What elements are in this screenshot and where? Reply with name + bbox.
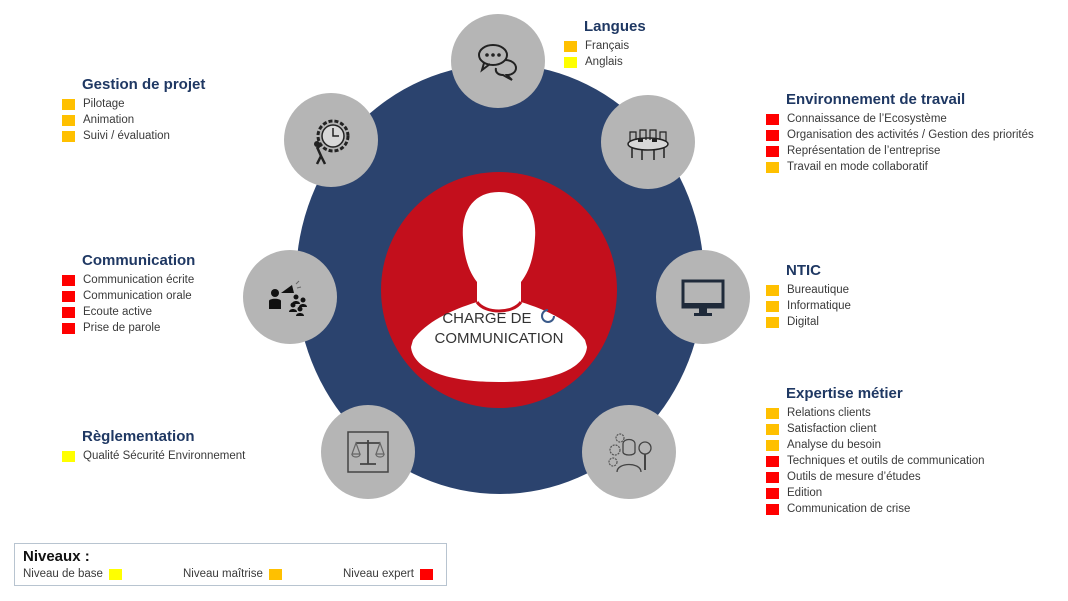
group-title: Gestion de projet bbox=[82, 76, 206, 93]
node-langues bbox=[451, 14, 545, 108]
level-base-marker bbox=[564, 56, 577, 68]
level-expert-swatch bbox=[419, 568, 433, 580]
skill-item: Français bbox=[564, 38, 646, 54]
level-maitrise-marker bbox=[766, 161, 779, 173]
skill-item: Communication orale bbox=[62, 288, 195, 304]
skill-item: Relations clients bbox=[766, 405, 985, 421]
level-maitrise-marker bbox=[62, 114, 75, 126]
skill-item: Pilotage bbox=[62, 96, 205, 112]
group-gestion-projet: Gestion de projet Pilotage Animation Sui… bbox=[62, 76, 205, 144]
node-expertise bbox=[582, 405, 676, 499]
skill-item: Organisation des activités / Gestion des… bbox=[766, 127, 1034, 143]
node-environnement bbox=[601, 95, 695, 189]
level-base-swatch bbox=[108, 568, 122, 580]
group-title: NTIC bbox=[786, 262, 821, 279]
level-base-marker bbox=[62, 450, 75, 462]
level-expert-marker bbox=[766, 503, 779, 515]
skill-item: Informatique bbox=[766, 298, 851, 314]
skill-item: Connaissance de l’Ecosystème bbox=[766, 111, 1034, 127]
skill-item: Anglais bbox=[564, 54, 646, 70]
skill-item: Bureautique bbox=[766, 282, 851, 298]
level-maitrise-marker bbox=[766, 423, 779, 435]
level-expert-marker bbox=[766, 113, 779, 125]
level-expert-marker bbox=[766, 487, 779, 499]
person-silhouette-icon bbox=[411, 192, 587, 382]
level-maitrise-marker bbox=[62, 130, 75, 142]
group-environnement: Environnement de travail Connaissance de… bbox=[766, 91, 1034, 175]
skill-item: Représentation de l’entreprise bbox=[766, 143, 1034, 159]
skill-item: Analyse du besoin bbox=[766, 437, 985, 453]
skill-item: Qualité Sécurité Environnement bbox=[62, 448, 245, 464]
scales-icon bbox=[347, 431, 389, 473]
legend-item-base: Niveau de base bbox=[23, 568, 122, 580]
role-title-line1: CHARGE DE bbox=[381, 308, 617, 327]
woman-gears-magnifier-icon bbox=[608, 433, 652, 473]
skill-item: Animation bbox=[62, 112, 205, 128]
level-maitrise-marker bbox=[766, 284, 779, 296]
group-langues: Langues Français Anglais bbox=[564, 18, 646, 70]
group-ntic: NTIC Bureautique Informatique Digital bbox=[766, 262, 851, 330]
level-expert-marker bbox=[766, 129, 779, 141]
group-title: Expertise métier bbox=[786, 385, 903, 402]
group-expertise: Expertise métier Relations clients Satis… bbox=[766, 385, 985, 517]
node-gestion-projet bbox=[284, 93, 378, 187]
skill-item: Techniques et outils de communication bbox=[766, 453, 985, 469]
level-expert-marker bbox=[766, 471, 779, 483]
skill-item: Suivi / évaluation bbox=[62, 128, 205, 144]
level-expert-marker bbox=[62, 274, 75, 286]
group-reglementation: Règlementation Qualité Sécurité Environn… bbox=[62, 428, 245, 464]
skill-item: Edition bbox=[766, 485, 985, 501]
group-title: Environnement de travail bbox=[786, 91, 966, 108]
node-communication bbox=[243, 250, 337, 344]
node-ntic bbox=[656, 250, 750, 344]
skill-item: Communication de crise bbox=[766, 501, 985, 517]
legend-item-maitrise: Niveau maîtrise bbox=[183, 568, 282, 580]
level-expert-marker bbox=[62, 290, 75, 302]
legend-row: Niveau de base Niveau maîtrise Niveau ex… bbox=[23, 568, 438, 584]
level-maitrise-swatch bbox=[268, 568, 282, 580]
central-role-circle: CHARGE DE COMMUNICATION bbox=[381, 172, 617, 408]
skill-item: Digital bbox=[766, 314, 851, 330]
group-communication: Communication Communication écrite Commu… bbox=[62, 252, 195, 336]
node-reglementation bbox=[321, 405, 415, 499]
level-expert-marker bbox=[62, 322, 75, 334]
skill-item: Prise de parole bbox=[62, 320, 195, 336]
level-maitrise-marker bbox=[564, 40, 577, 52]
level-expert-marker bbox=[62, 306, 75, 318]
skill-item: Travail en mode collaboratif bbox=[766, 159, 1034, 175]
legend-item-expert: Niveau expert bbox=[343, 568, 433, 580]
levels-legend: Niveaux : Niveau de base Niveau maîtrise… bbox=[14, 543, 447, 586]
refresh-arrow-logo bbox=[540, 309, 555, 323]
skill-item: Ecoute active bbox=[62, 304, 195, 320]
meeting-table-icon bbox=[627, 129, 669, 160]
speech-bubbles-icon bbox=[478, 44, 518, 81]
role-title-line2: COMMUNICATION bbox=[434, 330, 564, 347]
skill-item: Satisfaction client bbox=[766, 421, 985, 437]
megaphone-audience-icon bbox=[269, 280, 307, 316]
gear-clock-person-icon bbox=[314, 119, 350, 165]
legend-title: Niveaux : bbox=[23, 548, 90, 565]
group-title: Communication bbox=[82, 252, 196, 269]
level-maitrise-marker bbox=[62, 98, 75, 110]
group-title: Langues bbox=[584, 18, 646, 35]
level-maitrise-marker bbox=[766, 439, 779, 451]
level-expert-marker bbox=[766, 455, 779, 467]
skill-item: Communication écrite bbox=[62, 272, 195, 288]
level-maitrise-marker bbox=[766, 407, 779, 419]
group-title: Règlementation bbox=[82, 428, 195, 445]
level-maitrise-marker bbox=[766, 300, 779, 312]
level-maitrise-marker bbox=[766, 316, 779, 328]
monitor-icon bbox=[681, 279, 725, 316]
skill-item: Outils de mesure d’études bbox=[766, 469, 985, 485]
level-expert-marker bbox=[766, 145, 779, 157]
